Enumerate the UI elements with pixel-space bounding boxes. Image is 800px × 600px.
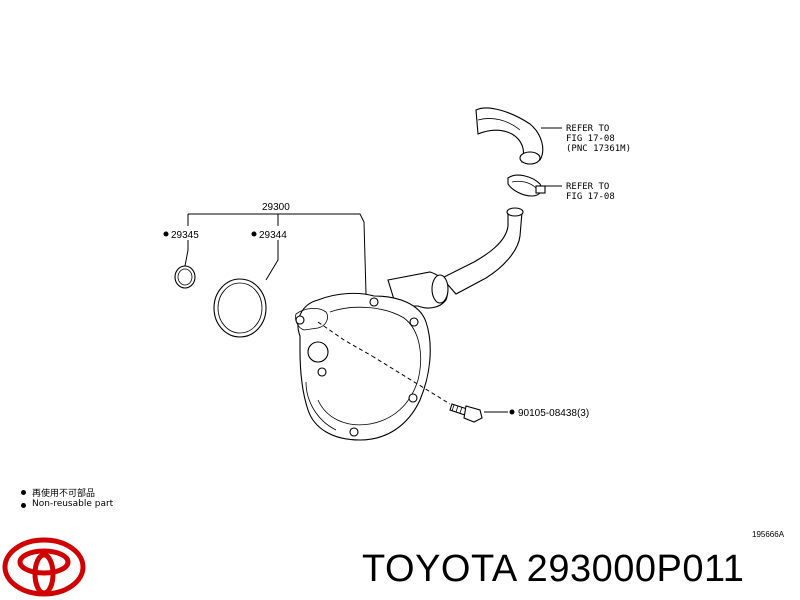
legend-bullet [21,490,26,495]
callout-bolt: 90105-08438(3) [518,408,589,419]
leader-lines [184,127,562,413]
hose-ref-line2: FIG 17-08 [566,134,615,144]
legend-bullet [21,503,26,508]
bullet-bolt [509,409,515,415]
assembly-number: 29300 [262,202,290,213]
vacuum-pump-body [295,292,431,441]
clamp-ref-line2: FIG 17-08 [566,192,615,202]
pump-outlet [387,271,449,309]
hose-ref-line3: (PNC 17361M) [566,144,631,154]
o-ring-large-inner [217,282,263,334]
o-ring-large [213,278,267,338]
bullet-29345 [163,231,169,237]
illustration-code: 195666A [752,530,785,539]
part-title: TOYOTA 293000P011 [362,548,745,590]
callout-29344: 29344 [259,230,287,241]
legend-japanese: 再使用不可部品 [32,489,96,499]
o-ring-small-inner [177,268,193,286]
clamp-part [507,174,546,197]
callout-29345: 29345 [171,230,199,241]
hose-part [475,107,544,165]
hose-ref-line1: REFER TO [566,124,609,134]
bullet-29344 [251,231,257,237]
bolt-part [449,403,483,423]
clamp-ref-line1: REFER TO [566,182,609,192]
legend-english: Non-reusable part [32,499,114,509]
vacuum-pipe [441,207,524,295]
toyota-logo-icon [2,537,86,597]
